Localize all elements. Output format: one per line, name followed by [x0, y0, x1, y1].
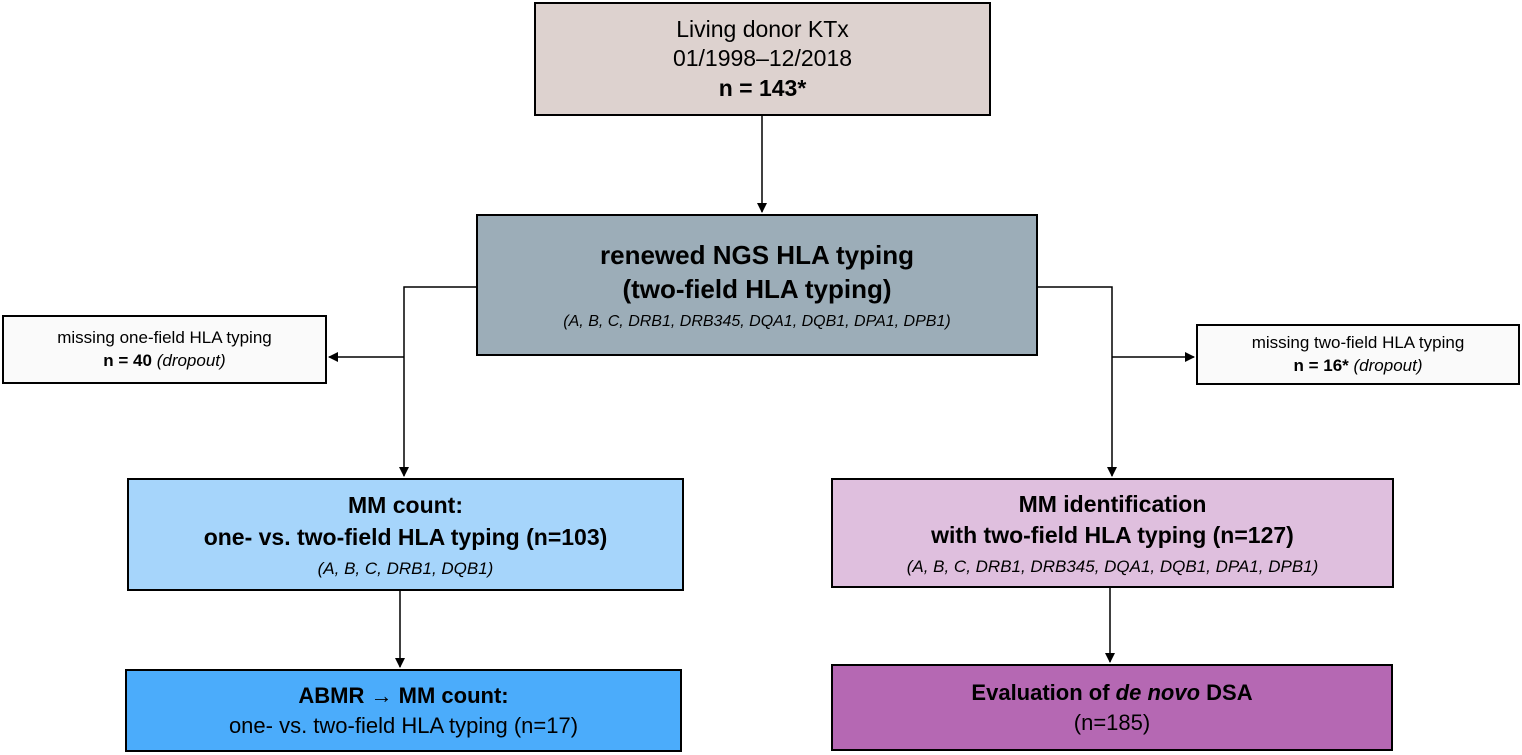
arrow-right-icon: → [370, 682, 393, 708]
dropout-right-note: (dropout) [1353, 355, 1423, 375]
mm-identification-loci: (A, B, C, DRB1, DRB345, DQA1, DQB1, DPA1… [906, 557, 1319, 577]
dropout-left-note: (dropout) [156, 350, 226, 370]
dropout-right-count: n = 16* [1293, 355, 1349, 375]
dropout-left-label: missing one-field HLA typing [57, 327, 272, 347]
mm-identification-subtitle: with two-field HLA typing (n=127) [931, 522, 1294, 548]
cohort-box: Living donor KTx 01/1998–12/2018 n = 143… [534, 2, 991, 116]
cohort-title: Living donor KTx [676, 15, 849, 42]
abmr-subtitle: one- vs. two-field HLA typing (n=17) [228, 712, 579, 738]
ngs-loci: (A, B, C, DRB1, DRB345, DQA1, DQB1, DPA1… [563, 312, 951, 330]
dropout-right-line: n = 16* (dropout) [1293, 355, 1422, 378]
evaluation-title: Evaluation of de novo DSA [971, 678, 1252, 708]
abmr-box: ABMR → MM count: one- vs. two-field HLA … [125, 669, 682, 752]
dropout-left-box: missing one-field HLA typing n = 40 (dro… [2, 315, 327, 384]
evaluation-title-emph: de novo [1115, 679, 1201, 705]
abmr-title-pre: ABMR [298, 682, 365, 708]
dropout-right-label: missing two-field HLA typing [1251, 332, 1465, 352]
connector-ngs-right [1038, 286, 1117, 477]
dropout-left-count: n = 40 [103, 350, 152, 370]
abmr-title: ABMR → MM count: [298, 681, 508, 711]
cohort-count: n = 143* [718, 74, 807, 101]
evaluation-box: Evaluation of de novo DSA (n=185) [831, 664, 1393, 751]
mm-count-subtitle: one- vs. two-field HLA typing (n=103) [203, 523, 608, 550]
connector-ngs-left [399, 286, 476, 477]
evaluation-count: (n=185) [1073, 709, 1151, 735]
ngs-subtitle: (two-field HLA typing) [622, 274, 892, 304]
abmr-title-post: MM count: [398, 682, 509, 708]
evaluation-title-post: DSA [1200, 679, 1253, 705]
mm-count-title: MM count: [348, 492, 463, 519]
dropout-left-line: n = 40 (dropout) [103, 350, 225, 373]
cohort-period: 01/1998–12/2018 [672, 45, 853, 72]
mm-identification-box: MM identification with two-field HLA typ… [831, 478, 1394, 588]
dropout-right-box: missing two-field HLA typing n = 16* (dr… [1196, 324, 1520, 385]
mm-identification-title: MM identification [1018, 490, 1207, 517]
mm-count-box: MM count: one- vs. two-field HLA typing … [127, 478, 684, 591]
evaluation-title-pre: Evaluation of [971, 679, 1116, 705]
mm-count-loci: (A, B, C, DRB1, DQB1) [317, 558, 494, 578]
ngs-title: renewed NGS HLA typing [600, 240, 914, 271]
ngs-typing-box: renewed NGS HLA typing (two-field HLA ty… [476, 214, 1038, 356]
